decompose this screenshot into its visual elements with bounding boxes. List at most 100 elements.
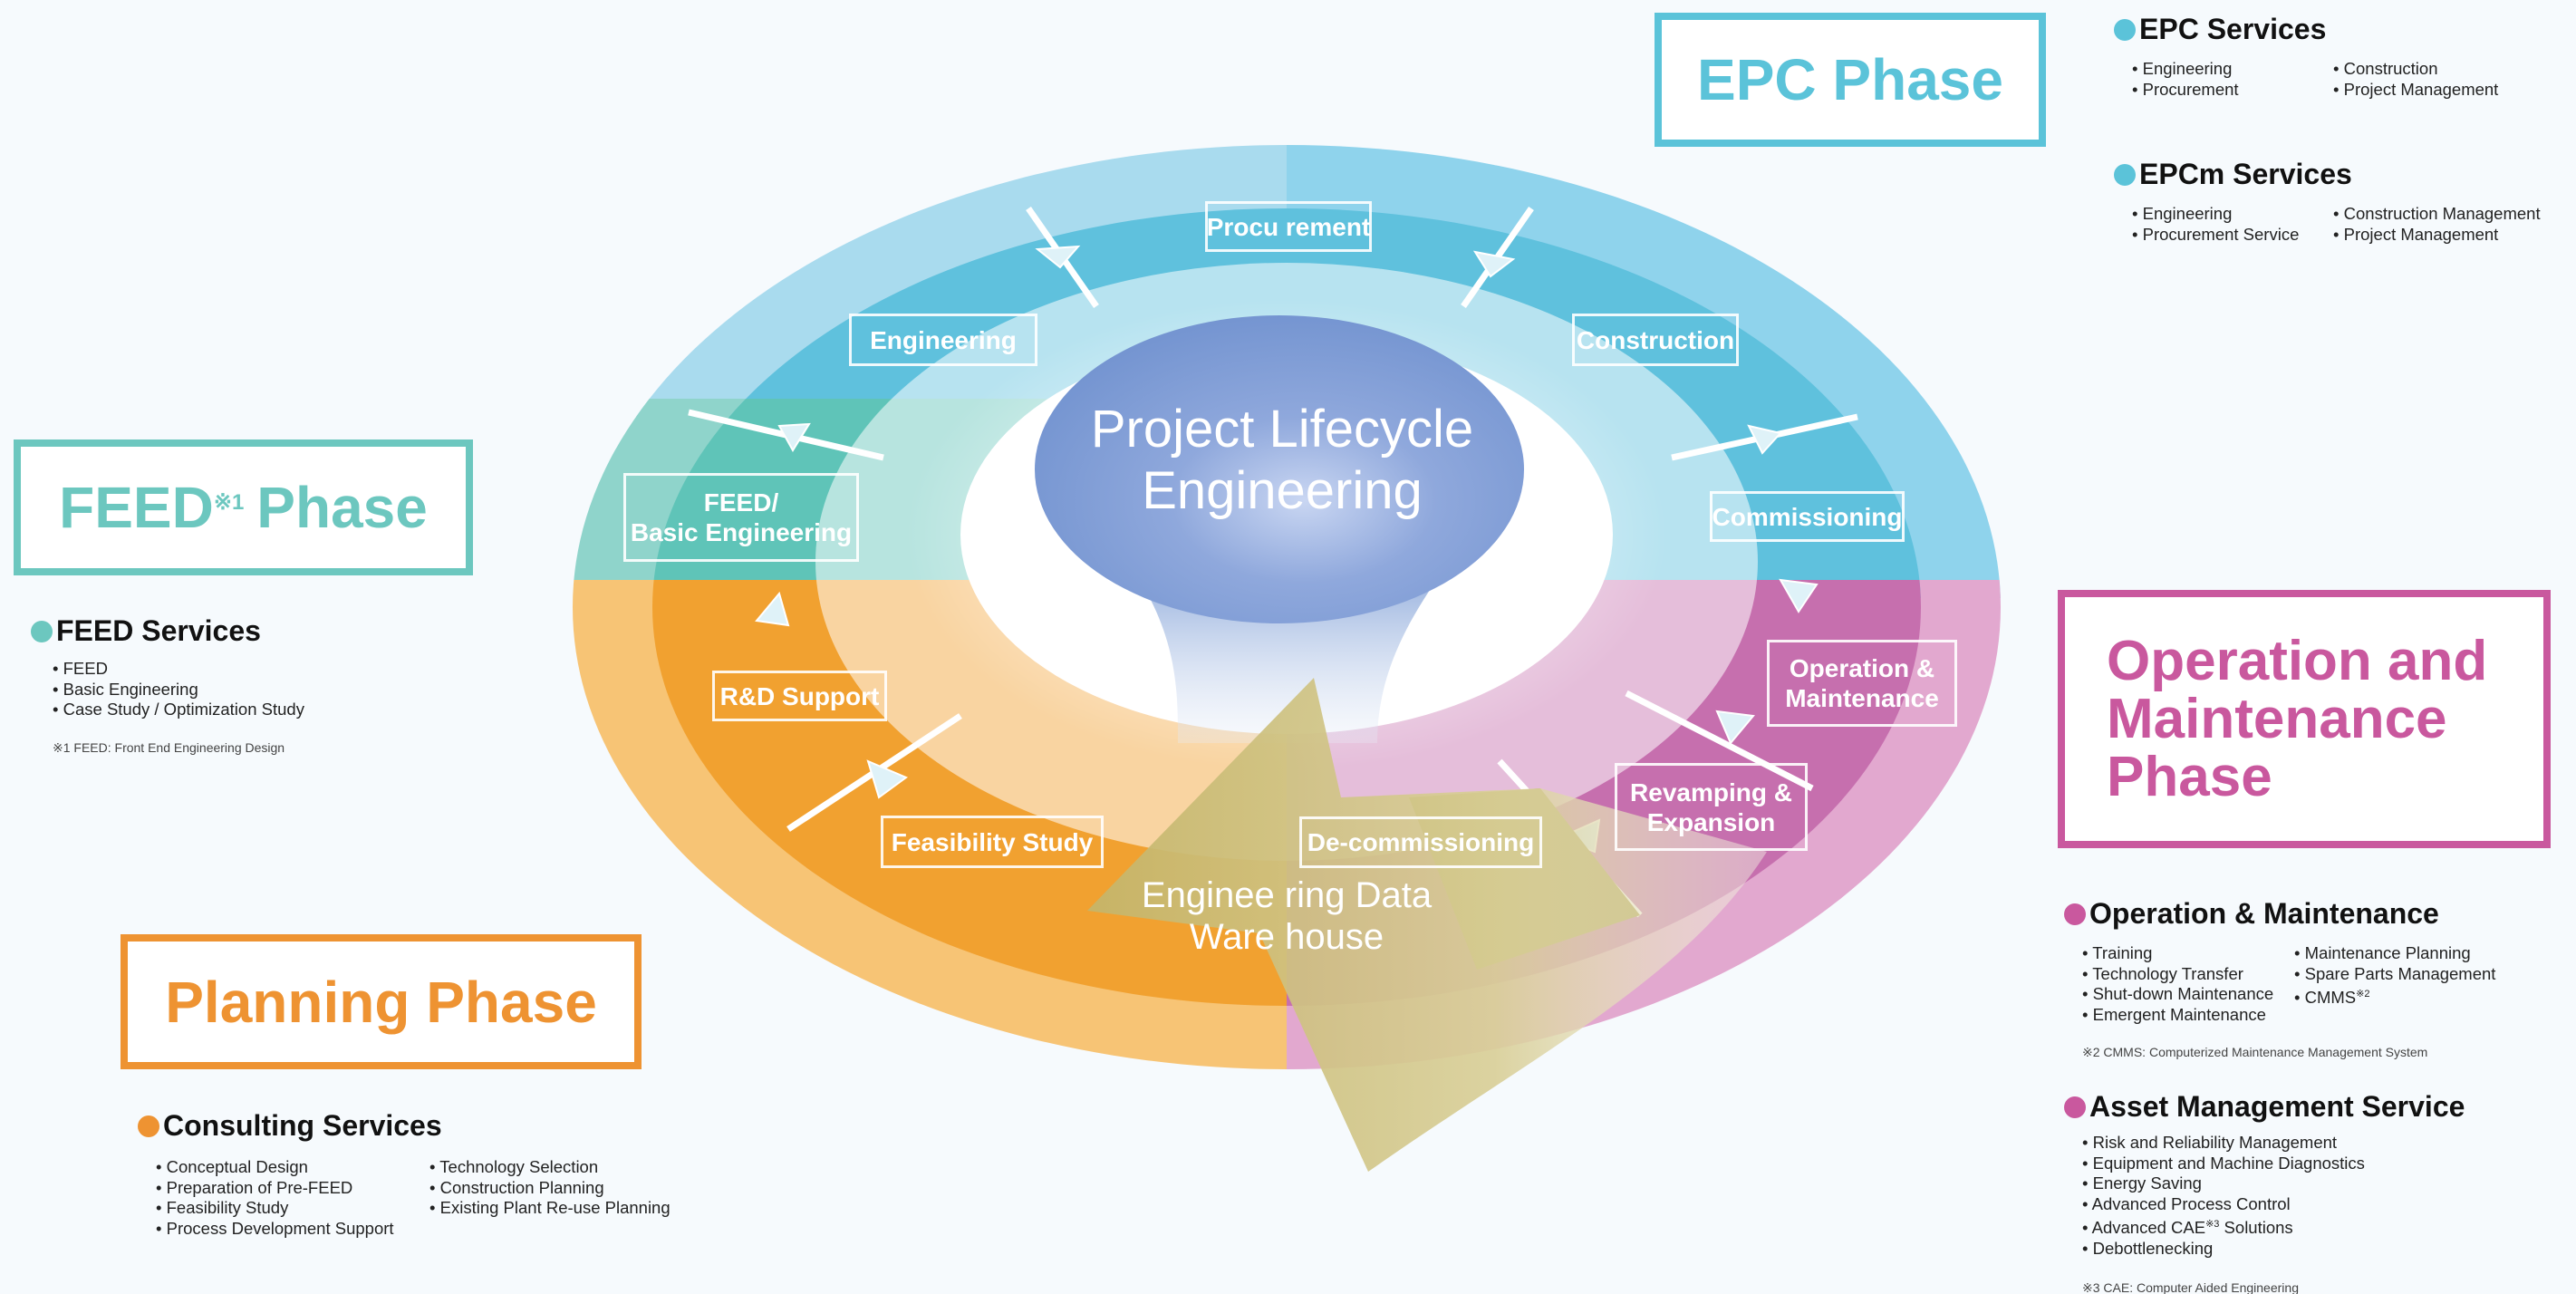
feed-footnote: ※1 FEED: Front End Engineering Design (53, 739, 285, 755)
consulting-item: Process Development Support (156, 1219, 429, 1240)
feed-phase-suffix: Phase (256, 475, 428, 540)
epc-services: EPC Services Engineering Procurement Con… (2114, 13, 2498, 100)
om-cmms-text: CMMS (2304, 988, 2357, 1008)
asset-cae-mark: ※3 (2205, 1219, 2220, 1230)
asset-footnote: ※3 CAE: Computer Aided Engineering (2082, 1280, 2299, 1294)
stage-revamping: Revamping & Expansion (1615, 763, 1808, 851)
asset-bullet-icon (2064, 1096, 2086, 1118)
asset-item: Equipment and Machine Diagnostics (2082, 1154, 2365, 1174)
warehouse-line2: Ware house (1189, 917, 1384, 957)
asset-services: Asset Management Service Risk and Reliab… (2064, 1090, 2465, 1294)
stage-revamp-line2: Expansion (1646, 807, 1776, 836)
om-services-title: Operation & Maintenance (2064, 897, 2495, 931)
asset-item: Debottlenecking (2082, 1239, 2365, 1260)
planning-phase-title: Planning Phase (165, 969, 597, 1035)
feed-item: FEED (53, 659, 304, 680)
epc-item: Procurement (2132, 80, 2333, 101)
om-item: Emergent Maintenance (2082, 1005, 2294, 1026)
stage-om-line1: Operation & (1789, 654, 1935, 682)
consulting-services: Consulting Services Conceptual Design Pr… (138, 1109, 671, 1239)
epc-item: Construction (2333, 59, 2498, 80)
feed-services: FEED Services FEED Basic Engineering Cas… (31, 614, 304, 756)
stage-operation-maintenance: Operation & Maintenance (1767, 640, 1957, 727)
consulting-item: Feasibility Study (156, 1198, 429, 1219)
om-bullet-icon (2064, 903, 2086, 925)
om-item: Training (2082, 943, 2294, 964)
om-item: Maintenance Planning (2294, 943, 2495, 964)
feed-phase-mark: ※1 (213, 489, 245, 515)
om-item: Spare Parts Management (2294, 964, 2496, 985)
center-title-line2: Engineering (1142, 461, 1423, 520)
asset-item-cae: Advanced CAE※3 Solutions (2082, 1214, 2365, 1239)
warehouse-label: Enginee ring Data Ware house (1087, 874, 1486, 958)
consulting-item: Technology Selection (429, 1157, 671, 1178)
stage-feed-line2: Basic Engineering (630, 518, 853, 546)
epcm-item: Procurement Service (2132, 225, 2333, 246)
epc-item: Project Management (2333, 80, 2499, 101)
feed-item: Basic Engineering (53, 680, 304, 700)
epc-item: Engineering (2132, 59, 2333, 80)
feed-phase-box: FEED ※1 Phase (14, 439, 473, 575)
feed-services-title: FEED Services (31, 614, 304, 648)
consulting-bullet-icon (138, 1115, 159, 1137)
consulting-services-title: Consulting Services (138, 1109, 671, 1143)
consulting-item: Construction Planning (429, 1178, 671, 1199)
feed-item: Case Study / Optimization Study (53, 700, 304, 720)
warehouse-line1: Enginee ring Data (1141, 875, 1433, 915)
consulting-item: Conceptual Design (156, 1157, 429, 1178)
epcm-bullet-icon (2114, 163, 2136, 186)
epcm-services: EPCm Services Engineering Procurement Se… (2114, 158, 2541, 245)
om-item: Shut-down Maintenance (2082, 984, 2294, 1005)
om-phase-line2: Maintenance (2107, 687, 2447, 750)
asset-services-title-text: Asset Management Service (2089, 1090, 2465, 1123)
om-services-title-text: Operation & Maintenance (2089, 897, 2439, 930)
planning-phase-box: Planning Phase (121, 934, 642, 1069)
consulting-item: Preparation of Pre-FEED (156, 1178, 429, 1199)
om-footnote: ※2 CMMS: Computerized Maintenance Manage… (2082, 1045, 2428, 1059)
stage-feed-basic: FEED/ Basic Engineering (623, 473, 859, 562)
stage-rd-support: R&D Support (712, 671, 887, 721)
epcm-item: Engineering (2132, 204, 2333, 225)
stage-revamp-line1: Revamping & (1630, 777, 1792, 806)
stage-feasibility: Feasibility Study (881, 816, 1104, 868)
om-item: Technology Transfer (2082, 964, 2294, 985)
asset-services-title: Asset Management Service (2064, 1090, 2465, 1124)
asset-cae-suffix: Solutions (2219, 1218, 2293, 1238)
asset-item: Advanced Process Control (2082, 1194, 2365, 1215)
om-phase-line1: Operation and (2107, 629, 2488, 692)
epcm-services-title-text: EPCm Services (2139, 158, 2352, 190)
stage-engineering: Engineering (849, 314, 1037, 366)
om-cmms-mark: ※2 (2356, 989, 2370, 999)
consulting-item: Existing Plant Re-use Planning (429, 1198, 671, 1219)
epc-phase-box: EPC Phase (1655, 13, 2046, 147)
stage-om-line2: Maintenance (1785, 684, 1939, 712)
center-title: Project Lifecycle Engineering (1042, 399, 1522, 522)
epcm-item: Project Management (2333, 225, 2541, 246)
epc-services-title-text: EPC Services (2139, 13, 2327, 45)
center-ellipse (1035, 315, 1524, 623)
epcm-services-title: EPCm Services (2114, 158, 2541, 191)
om-services: Operation & Maintenance Training Technol… (2064, 897, 2495, 1060)
stage-construction: Construction (1572, 314, 1739, 366)
om-phase-line3: Phase (2107, 745, 2272, 808)
epc-bullet-icon (2114, 18, 2136, 41)
asset-item: Energy Saving (2082, 1173, 2365, 1194)
stage-commissioning: Commissioning (1710, 491, 1905, 542)
stage-decommissioning: De-commissioning (1299, 816, 1542, 868)
epc-services-title: EPC Services (2114, 13, 2498, 46)
feed-services-title-text: FEED Services (56, 614, 261, 647)
om-item-cmms: CMMS※2 (2294, 984, 2495, 1009)
stage-procurement: Procu rement (1205, 201, 1372, 252)
asset-item: Risk and Reliability Management (2082, 1133, 2365, 1154)
asset-cae-text: Advanced CAE (2091, 1218, 2206, 1238)
epcm-item: Construction Management (2333, 204, 2541, 225)
warehouse-arrow (1087, 678, 1767, 1172)
center-title-line1: Project Lifecycle (1090, 400, 1474, 459)
om-phase-box: Operation and Maintenance Phase (2058, 590, 2551, 848)
stage-feed-line1: FEED/ (703, 488, 779, 517)
epc-phase-title: EPC Phase (1697, 47, 2003, 112)
feed-phase-prefix: FEED (59, 475, 214, 540)
flow-arrows (755, 245, 1819, 854)
